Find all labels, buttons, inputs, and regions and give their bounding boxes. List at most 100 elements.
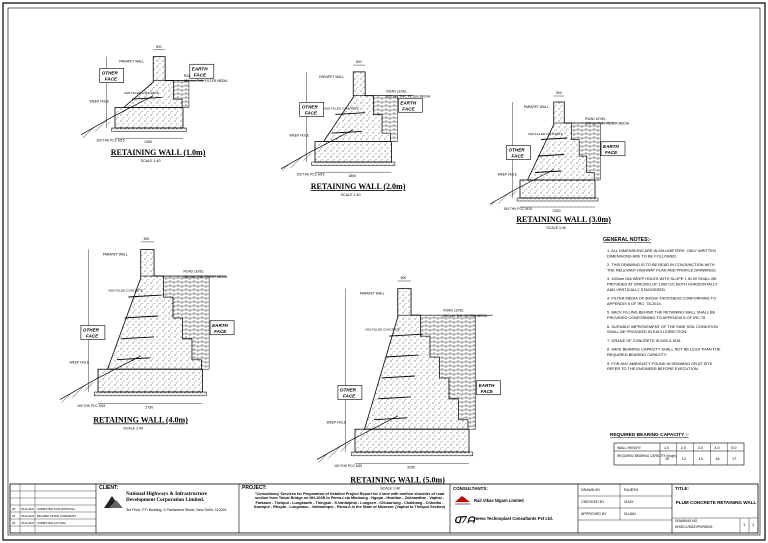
other-face-label-2: FACE bbox=[512, 154, 525, 159]
bearing-row1-label: WALL HEIGHT bbox=[617, 446, 642, 450]
filter-media-label: 600 mm THK. FILTER MEDIA bbox=[386, 94, 430, 98]
concrete-label: M20 FILLED CONCRETE bbox=[528, 132, 563, 136]
title-label: TITLE: bbox=[675, 486, 689, 491]
road-level-label: ROAD LEVEL bbox=[443, 308, 464, 312]
base-dim-label: 3250 bbox=[407, 465, 415, 469]
other-face-label-2: FACE bbox=[86, 334, 99, 339]
approved-label: APPROVED BY bbox=[581, 512, 607, 516]
pcc-label: 100 THK PCC M15 bbox=[296, 173, 324, 177]
weep-hole bbox=[381, 375, 415, 379]
base-dim-label: 2750 bbox=[145, 405, 153, 409]
foundation-block bbox=[519, 179, 596, 199]
wall-scale: SCALE 1:40 bbox=[141, 159, 161, 163]
wall-scale: SCALE 1:40 bbox=[546, 226, 566, 230]
rev-desc-1: SUBMITTED FOR APPROVAL bbox=[37, 507, 76, 511]
ground-hatch bbox=[317, 440, 351, 464]
ground-hatch bbox=[81, 117, 111, 139]
weep-hole bbox=[116, 357, 151, 361]
filter-media bbox=[411, 314, 476, 430]
wall-title: RETAINING WALL (4.0m) bbox=[93, 415, 188, 424]
consultant2-name: Heera Technoplast Consultants Pvt Ltd. bbox=[474, 516, 554, 521]
drawing-title: PLUM CONCRETE RETAINING WALL bbox=[675, 500, 757, 505]
pcc-label: 100 THK PCC M15 bbox=[96, 139, 124, 143]
filter-media-label: 600 mm THK. FILTER MEDIA bbox=[184, 275, 228, 279]
pcc-layer bbox=[311, 161, 396, 166]
client-logo bbox=[104, 496, 123, 508]
weep-hole bbox=[335, 112, 366, 115]
note-line-9: 9. FOR ANY AMBIGUITY FOUND IN DRAWING OR… bbox=[607, 361, 713, 366]
bearing-value-2: 12 bbox=[682, 457, 686, 461]
road-level-label: ROAD LEVEL bbox=[585, 117, 606, 121]
bearing-value-4: 16 bbox=[715, 457, 719, 461]
rev-no-3: 02 bbox=[12, 521, 16, 525]
other-face-box bbox=[299, 102, 325, 117]
general-notes: GENERAL NOTES:- 1. ALL DIMENSIONS ARE IN… bbox=[603, 237, 721, 371]
note-line-4: APPENDIX 6 OF IRC: 78-2014. bbox=[607, 301, 662, 306]
inner-border bbox=[7, 7, 761, 536]
top-dim-label: 500 bbox=[356, 60, 362, 64]
consultant1-logo bbox=[455, 496, 470, 505]
concrete-label: M20 FILLED CONCRETE bbox=[324, 106, 359, 110]
note-line-2: THE RELEVANT HIGHWAY PLAN AND PROFILE DR… bbox=[607, 267, 717, 272]
earth-face-label-2: FACE bbox=[605, 150, 618, 155]
earth-face-label-2: FACE bbox=[481, 389, 494, 394]
concrete-label: M20 FILLED CONCRETE bbox=[108, 288, 143, 292]
consultant2-logo: ᗡ7ᗩ bbox=[454, 516, 476, 526]
wall-scale: SCALE 1:40 bbox=[380, 486, 400, 490]
pcc-layer bbox=[111, 127, 187, 132]
rev-no-2: 01 bbox=[12, 514, 16, 518]
note-line-4: 4. FILTER MEDIA OF 600mm THICKNESS CONFO… bbox=[607, 296, 716, 301]
parapet-label: PARAPET WALL bbox=[119, 60, 144, 64]
svg-text:ᗡ7ᗩ: ᗡ7ᗩ bbox=[454, 516, 476, 526]
pcc-layer bbox=[93, 391, 207, 397]
notes-list: 1. ALL DIMENSIONS ARE IN MILLIMETERS, ON… bbox=[607, 248, 721, 371]
pcc-label: 100 THK PCC M15 bbox=[504, 207, 532, 211]
top-dim-label: 500 bbox=[156, 45, 162, 49]
bearing-value-1: 10 bbox=[665, 457, 669, 461]
top-dim-label: 500 bbox=[144, 237, 150, 241]
earth-face-label-2: FACE bbox=[214, 329, 227, 334]
weep-hole bbox=[128, 294, 162, 298]
note-line-6: 6. SUITABLE IMPROVEMENT OF THE SIDE SOIL… bbox=[607, 324, 718, 329]
weep-hole bbox=[120, 336, 155, 340]
weep-hole-label: WEEP HOLE bbox=[70, 361, 90, 365]
note-line-5: PROVIDED CONFORMING TO APPENDIX 6 OF IRC… bbox=[607, 315, 706, 320]
wall-scale: SCALE 1:40 bbox=[123, 426, 143, 430]
project-label: PROJECT: bbox=[242, 485, 267, 491]
foundation-block bbox=[114, 107, 184, 129]
weep-hole bbox=[540, 137, 568, 140]
other-face-label: OTHER bbox=[102, 71, 119, 76]
earth-face-label: EARTH bbox=[212, 323, 228, 328]
note-line-6: SHALL BE PROVIDED IN EACH DIRECTION. bbox=[607, 329, 687, 334]
consultant1-name: Rail Vikas Nigam Limited bbox=[474, 498, 524, 503]
filter-media-label: 600 mm THK. FILTER MEDIA bbox=[443, 314, 487, 318]
foundation-block bbox=[314, 141, 392, 163]
bearing-heading: REQUIRED BEARING CAPACITY :- bbox=[610, 432, 689, 438]
parapet-label: PARAPET WALL bbox=[524, 105, 549, 109]
earth-face-label-2: FACE bbox=[402, 106, 415, 111]
drawing-no-label: DRAWING NO. bbox=[675, 519, 699, 523]
note-line-7: 7. GRADE OF CONCRETE IS M20 & M15. bbox=[607, 338, 681, 343]
bearing-height-4: 4.0 bbox=[714, 446, 719, 450]
weep-hole-label: WEEP HOLE bbox=[498, 173, 518, 177]
bearing-height-3: 3.0 bbox=[698, 446, 703, 450]
weep-hole bbox=[377, 396, 412, 400]
sheet-number: 1 bbox=[743, 522, 746, 527]
consultants-label: CONSULTANTS: bbox=[453, 486, 488, 491]
other-face-label: OTHER bbox=[509, 148, 526, 153]
foundation-block bbox=[354, 428, 470, 453]
pcc-label: 100 THK PCC M15 bbox=[334, 464, 362, 468]
other-face-box bbox=[99, 68, 124, 83]
drawn-value: RAJESH bbox=[624, 488, 639, 492]
earth-face-label-2: FACE bbox=[194, 72, 207, 77]
ground-hatch bbox=[60, 380, 94, 404]
base-dim-label: 1350 bbox=[144, 140, 152, 144]
rev-date-3: 05.02.2024 bbox=[21, 521, 35, 525]
drawing-no: NHIDCL/MZ/DPR/RW/01 bbox=[675, 525, 713, 529]
weep-hole bbox=[331, 130, 362, 134]
rev-no-1: 00 bbox=[12, 507, 16, 511]
